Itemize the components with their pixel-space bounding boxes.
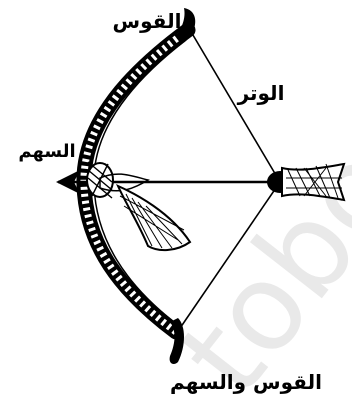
watermark: tobo <box>154 121 352 410</box>
label-caption: القوس والسهم <box>170 370 322 394</box>
bow-grip <box>87 162 148 198</box>
label-bow: القوس <box>113 9 182 33</box>
label-string: الوتر <box>237 81 285 105</box>
tassel <box>118 186 190 250</box>
label-arrow: السهم <box>18 141 75 162</box>
